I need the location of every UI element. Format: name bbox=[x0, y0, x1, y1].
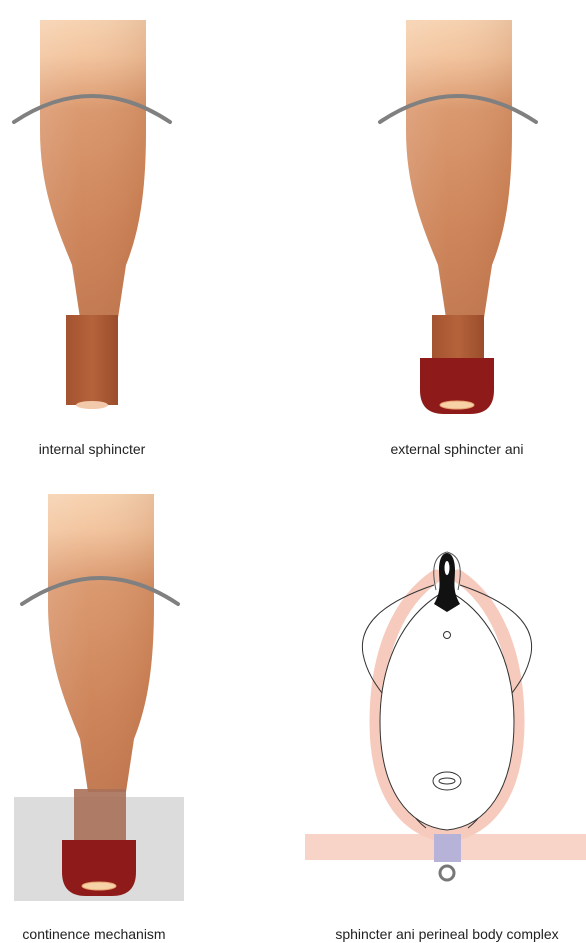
anal-opening bbox=[82, 882, 116, 890]
caption-internal-sphincter: internal sphincter bbox=[39, 441, 146, 457]
panel-external-sphincter: external sphincter ani bbox=[380, 20, 536, 457]
caption-perineal-body-complex: sphincter ani perineal body complex bbox=[335, 926, 558, 942]
internal-sphincter-muscle bbox=[66, 315, 118, 405]
caption-continence-mechanism: continence mechanism bbox=[22, 926, 165, 942]
panel-continence-mechanism: continence mechanism bbox=[14, 494, 184, 942]
panel-internal-sphincter: internal sphincter bbox=[14, 20, 170, 457]
vaginal-opening-inner bbox=[439, 778, 455, 784]
panel-perineal-body-complex: sphincter ani perineal body complex bbox=[305, 552, 586, 942]
internal-sphincter-muscle bbox=[432, 315, 484, 365]
anal-opening bbox=[76, 401, 108, 409]
caption-external-sphincter: external sphincter ani bbox=[390, 441, 523, 457]
urethral-opening bbox=[444, 632, 451, 639]
internal-sphincter-muscle bbox=[74, 789, 126, 841]
anal-opening bbox=[440, 401, 474, 409]
perineal-body bbox=[434, 834, 461, 862]
anal-ring bbox=[440, 866, 454, 880]
